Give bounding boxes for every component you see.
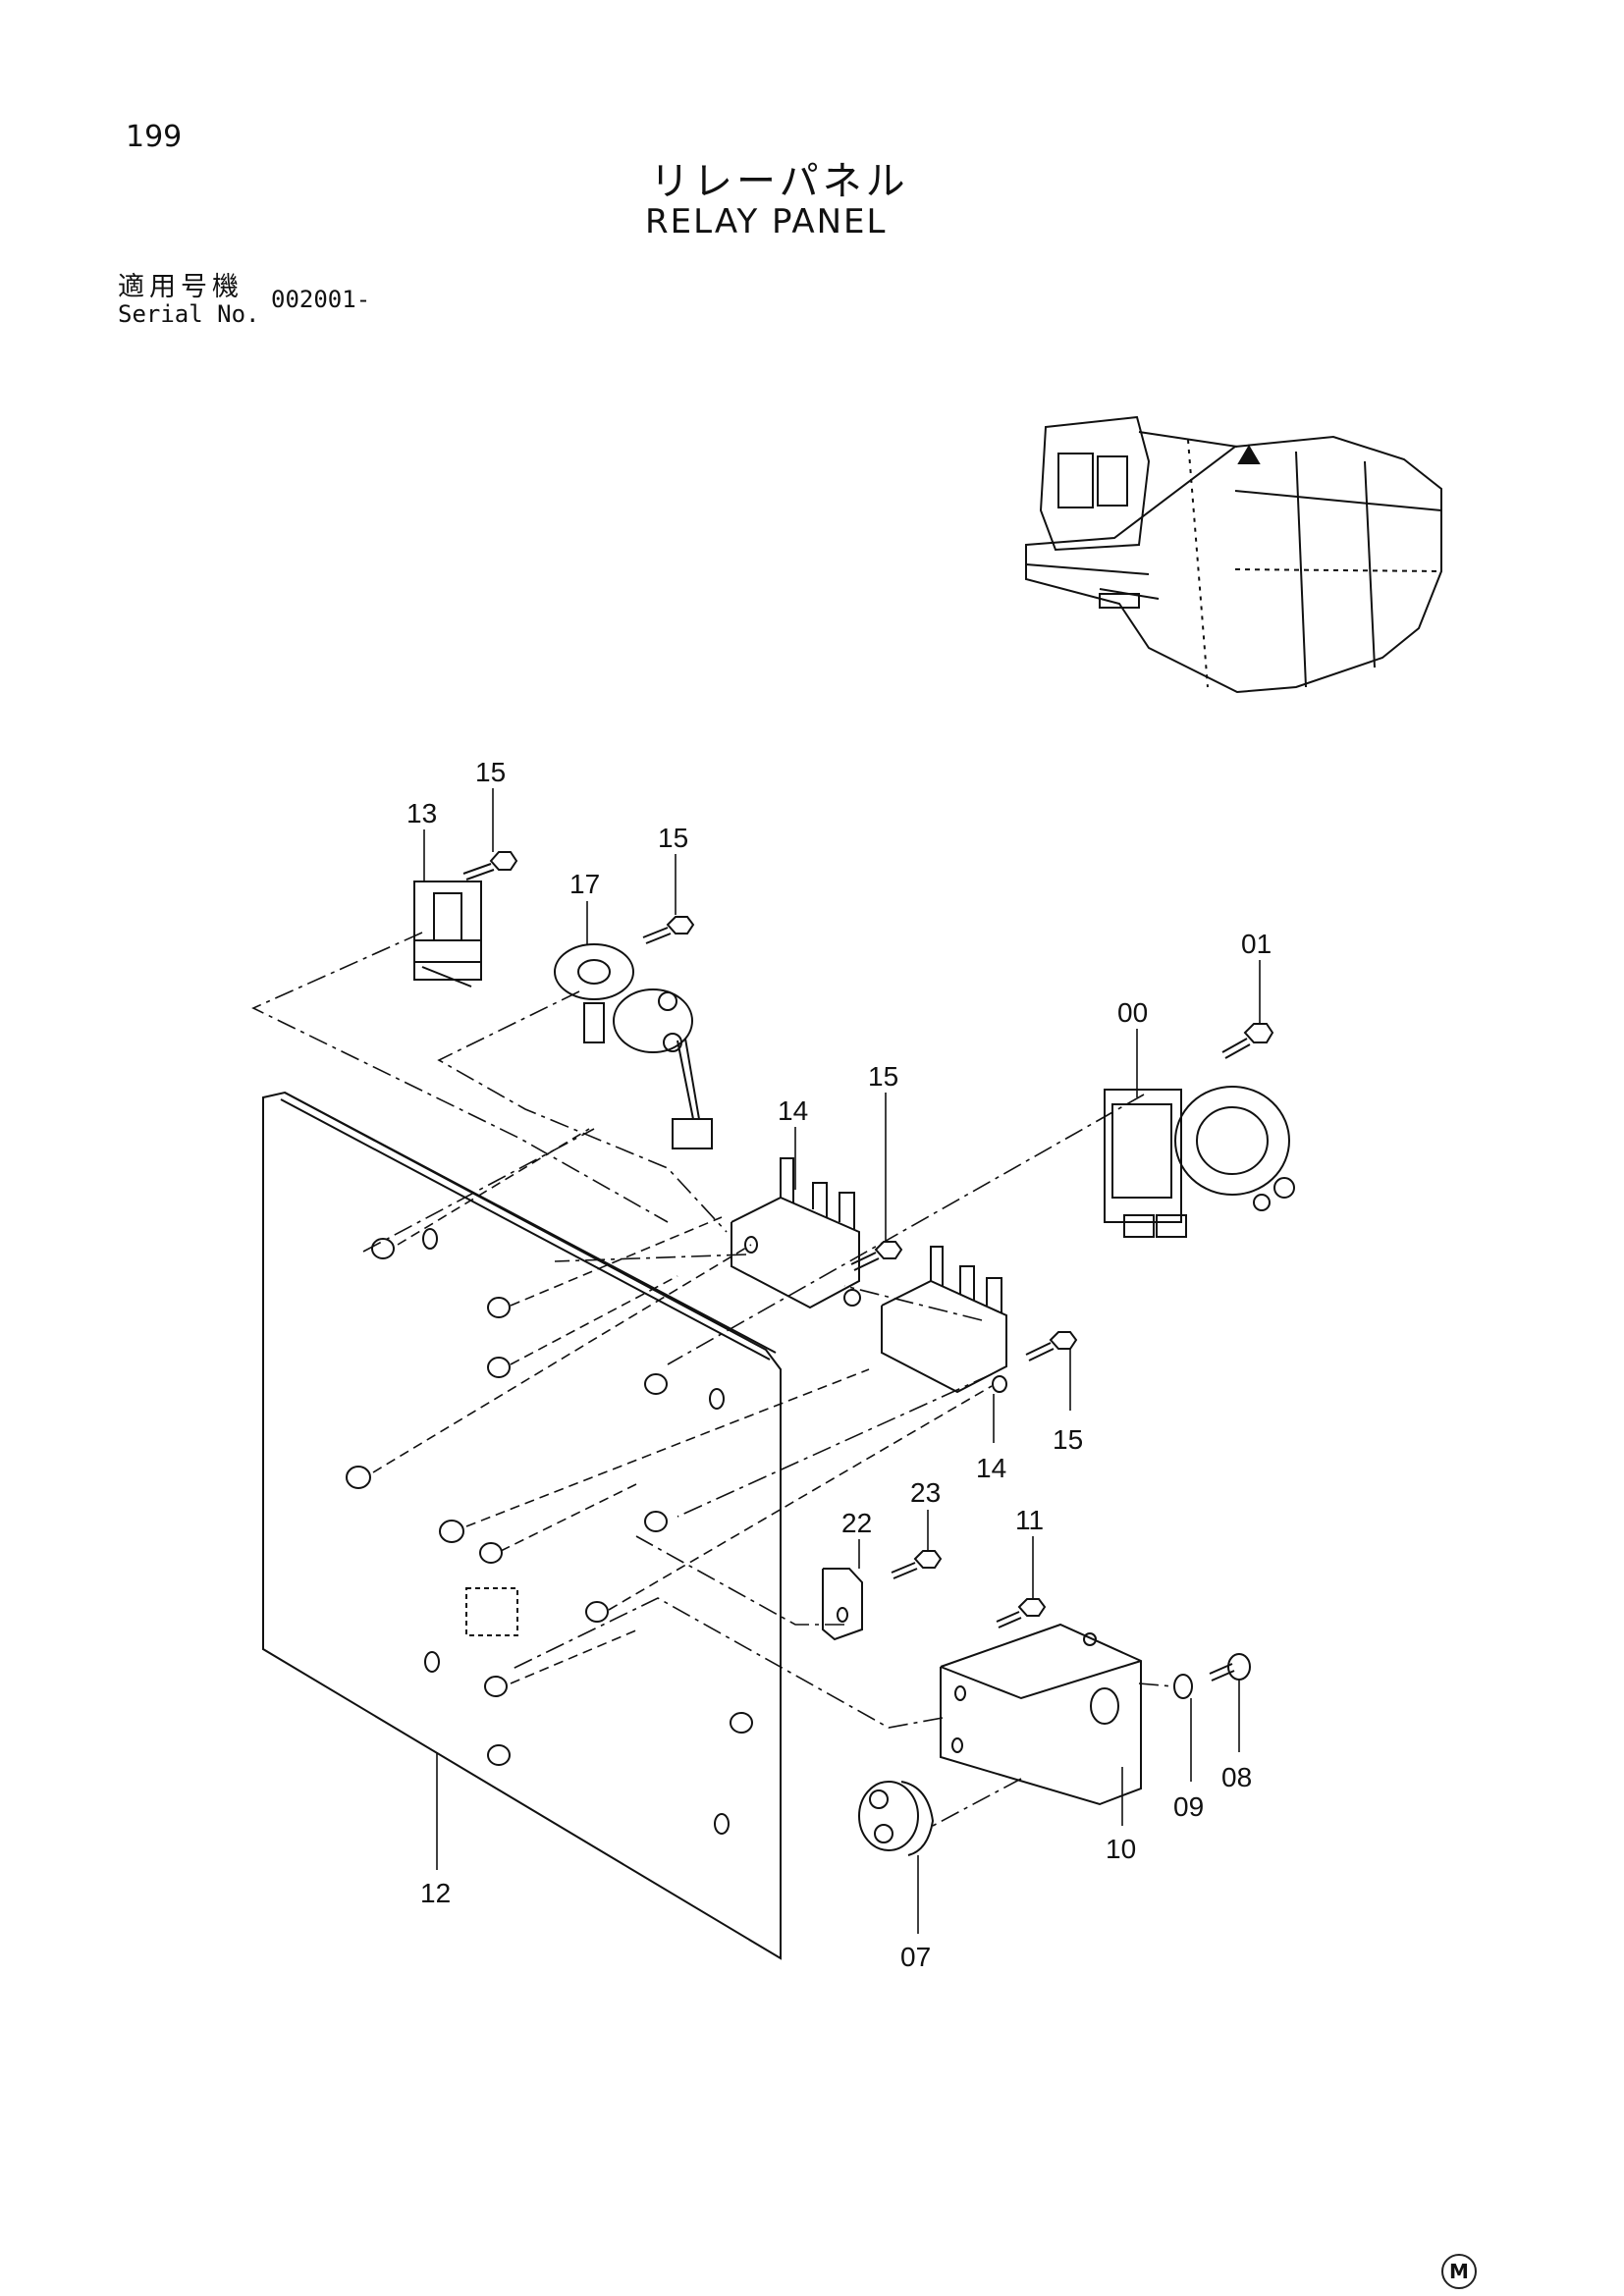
part-label-22: 22 — [841, 1508, 872, 1538]
part-label-01: 01 — [1241, 929, 1272, 959]
part-label-17: 17 — [569, 869, 600, 899]
part-label-15: 15 — [475, 757, 506, 787]
relay-panel-plate — [262, 1091, 782, 1960]
serial-number-value: 002001- — [271, 286, 371, 313]
title-japanese: リレーパネル — [650, 159, 909, 204]
label-leader-lines — [423, 788, 1261, 1934]
screw-01 — [1221, 1023, 1274, 1059]
part-label-00: 00 — [1117, 997, 1148, 1028]
part-labels: 15 13 15 17 01 00 15 14 15 14 23 22 11 0… — [406, 757, 1272, 1972]
switch-07 — [858, 1781, 935, 1856]
part-label-13: 13 — [406, 798, 437, 828]
part-label-10: 10 — [1106, 1834, 1136, 1864]
manual-mark: M — [1441, 2254, 1477, 2289]
relay-13 — [413, 881, 482, 988]
assembly-leader-lines — [251, 932, 1174, 1827]
plate-fasteners — [346, 1228, 753, 1835]
part-label-07: 07 — [900, 1942, 931, 1972]
part-label-08: 08 — [1221, 1762, 1252, 1792]
part-label-15: 15 — [1053, 1424, 1083, 1455]
relay-assembly-00 — [1104, 1086, 1295, 1238]
part-label-11: 11 — [1015, 1505, 1044, 1535]
relay-17 — [554, 943, 713, 1149]
bolt-15-a — [462, 851, 518, 881]
washer-09 — [1173, 1674, 1193, 1699]
screw-08 — [1209, 1653, 1251, 1682]
serial-label-japanese: 適用号機 — [118, 272, 244, 302]
bolt-15-d — [1025, 1331, 1078, 1362]
bolt-11 — [996, 1598, 1047, 1629]
bracket-22 — [822, 1568, 863, 1641]
part-label-12: 12 — [420, 1878, 451, 1908]
part-label-23: 23 — [910, 1477, 941, 1508]
part-label-14: 14 — [976, 1453, 1006, 1483]
bolt-15-b — [642, 916, 695, 944]
part-label-09: 09 — [1173, 1791, 1204, 1822]
part-label-15: 15 — [868, 1061, 898, 1092]
page-number: 199 — [126, 120, 183, 154]
part-label-14: 14 — [778, 1095, 808, 1126]
title-english: RELAY PANEL — [645, 202, 888, 241]
bracket-14-lower — [881, 1246, 1007, 1394]
fastener-dashed-lines — [372, 1128, 993, 1684]
machine-overview-illustration — [1025, 415, 1442, 694]
bracket-14-upper — [731, 1157, 861, 1309]
serial-label-english: Serial No. — [118, 300, 260, 328]
bracket-10 — [940, 1623, 1142, 1806]
part-label-15: 15 — [658, 823, 688, 853]
bolt-23 — [891, 1550, 943, 1579]
